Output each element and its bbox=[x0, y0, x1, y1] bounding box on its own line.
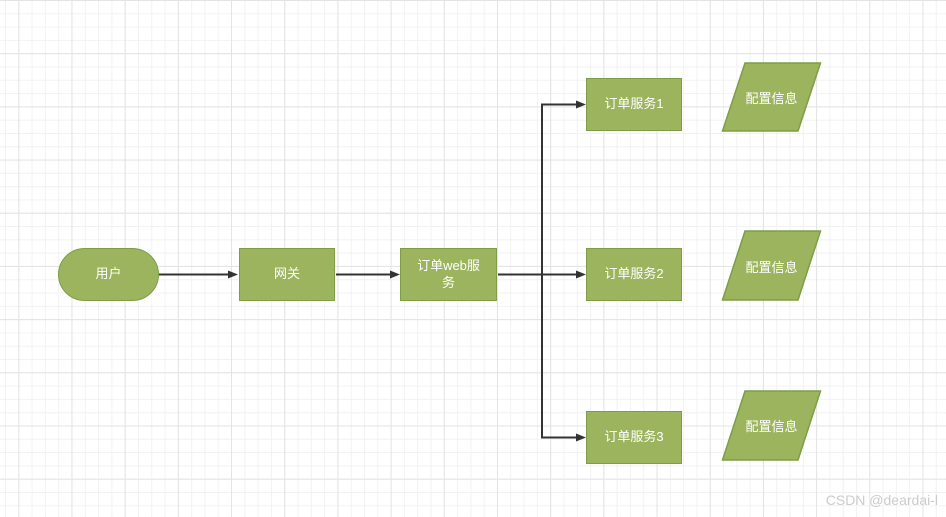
node-gateway[interactable]: 网关 bbox=[239, 248, 335, 301]
connector-webservice-service3[interactable] bbox=[541, 274, 586, 442]
node-order-service-1[interactable]: 订单服务1 bbox=[586, 78, 682, 131]
node-config-info-1[interactable] bbox=[721, 62, 822, 132]
watermark: CSDN @deardai-l bbox=[825, 492, 938, 508]
node-order-web-service-label: 订单web服 务 bbox=[417, 257, 480, 290]
node-config-info-3-label: 配置信息 bbox=[745, 418, 798, 434]
node-user[interactable]: 用户 bbox=[58, 248, 159, 301]
node-user-label: 用户 bbox=[95, 266, 122, 282]
node-config-info-1-label: 配置信息 bbox=[745, 90, 798, 106]
node-order-service-2[interactable]: 订单服务2 bbox=[586, 248, 682, 301]
connector-webservice-service1[interactable] bbox=[541, 100, 586, 275]
node-order-service-1-label: 订单服务1 bbox=[604, 96, 664, 112]
node-order-service-2-label: 订单服务2 bbox=[604, 266, 664, 282]
node-config-info-2[interactable] bbox=[721, 230, 822, 301]
node-config-info-3[interactable] bbox=[721, 390, 822, 461]
node-order-service-3-label: 订单服务3 bbox=[604, 429, 664, 445]
node-order-service-3[interactable]: 订单服务3 bbox=[586, 411, 682, 464]
node-config-info-2-label: 配置信息 bbox=[745, 259, 798, 275]
node-order-web-service[interactable]: 订单web服 务 bbox=[400, 248, 497, 301]
node-gateway-label: 网关 bbox=[273, 266, 300, 282]
